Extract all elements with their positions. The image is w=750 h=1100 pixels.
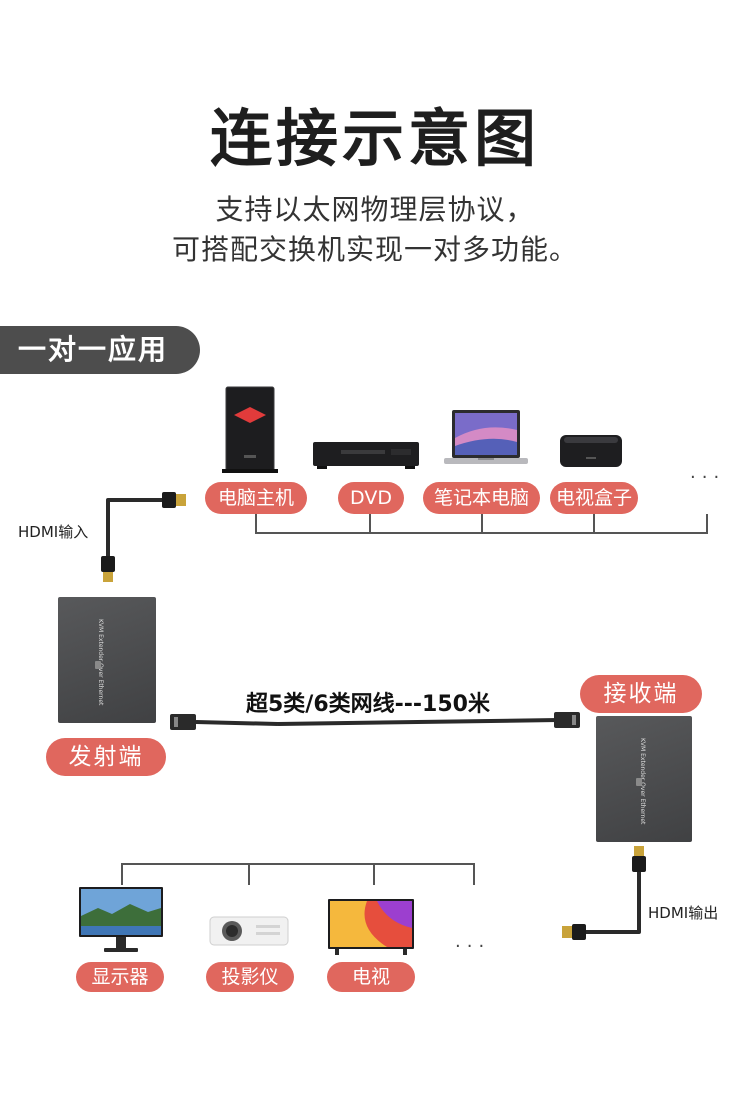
pc-tower-icon xyxy=(222,386,278,473)
transmitter-label: 发射端 xyxy=(46,738,166,776)
dvd-player-icon xyxy=(313,442,419,469)
tv-icon xyxy=(328,899,414,955)
more-displays-indicator: ··· xyxy=(455,936,491,957)
ethernet-cable-icon xyxy=(170,712,580,730)
section-tab: 一对一应用 xyxy=(0,326,200,374)
display-projector-label: 投影仪 xyxy=(206,962,294,992)
transmitter-badge xyxy=(95,661,101,669)
page-title: 连接示意图 xyxy=(209,102,540,175)
hdmi-input-cable-icon xyxy=(101,492,186,582)
transmitter-device: KVM Extender Over Ethernet xyxy=(58,597,156,723)
source-dvd-label: DVD xyxy=(338,482,404,514)
receiver-badge xyxy=(636,778,642,786)
laptop-icon xyxy=(444,410,528,464)
hdmi-output-cable-icon xyxy=(562,846,646,940)
display-bracket xyxy=(121,863,475,865)
more-sources-indicator: ··· xyxy=(690,467,726,488)
source-laptop-label: 笔记本电脑 xyxy=(423,482,540,514)
projector-icon xyxy=(209,916,289,946)
display-monitor-label: 显示器 xyxy=(76,962,164,992)
receiver-label: 接收端 xyxy=(580,675,702,713)
monitor-icon xyxy=(79,887,163,952)
display-tv-label: 电视 xyxy=(327,962,415,992)
source-tvbox-label: 电视盒子 xyxy=(550,482,638,514)
receiver-device: KVM Extender Over Ethernet xyxy=(596,716,692,842)
hdmi-input-label: HDMI输入 xyxy=(18,523,89,541)
tv-box-icon xyxy=(560,435,622,467)
cable-label: 超5类/6类网线---150米 xyxy=(246,692,490,717)
hdmi-output-label: HDMI输出 xyxy=(648,904,719,922)
source-pc-label: 电脑主机 xyxy=(205,482,307,514)
subtitle-line-1: 支持以太网物理层协议， xyxy=(215,193,535,226)
subtitle-line-2: 可搭配交换机实现一对多功能。 xyxy=(171,233,578,266)
